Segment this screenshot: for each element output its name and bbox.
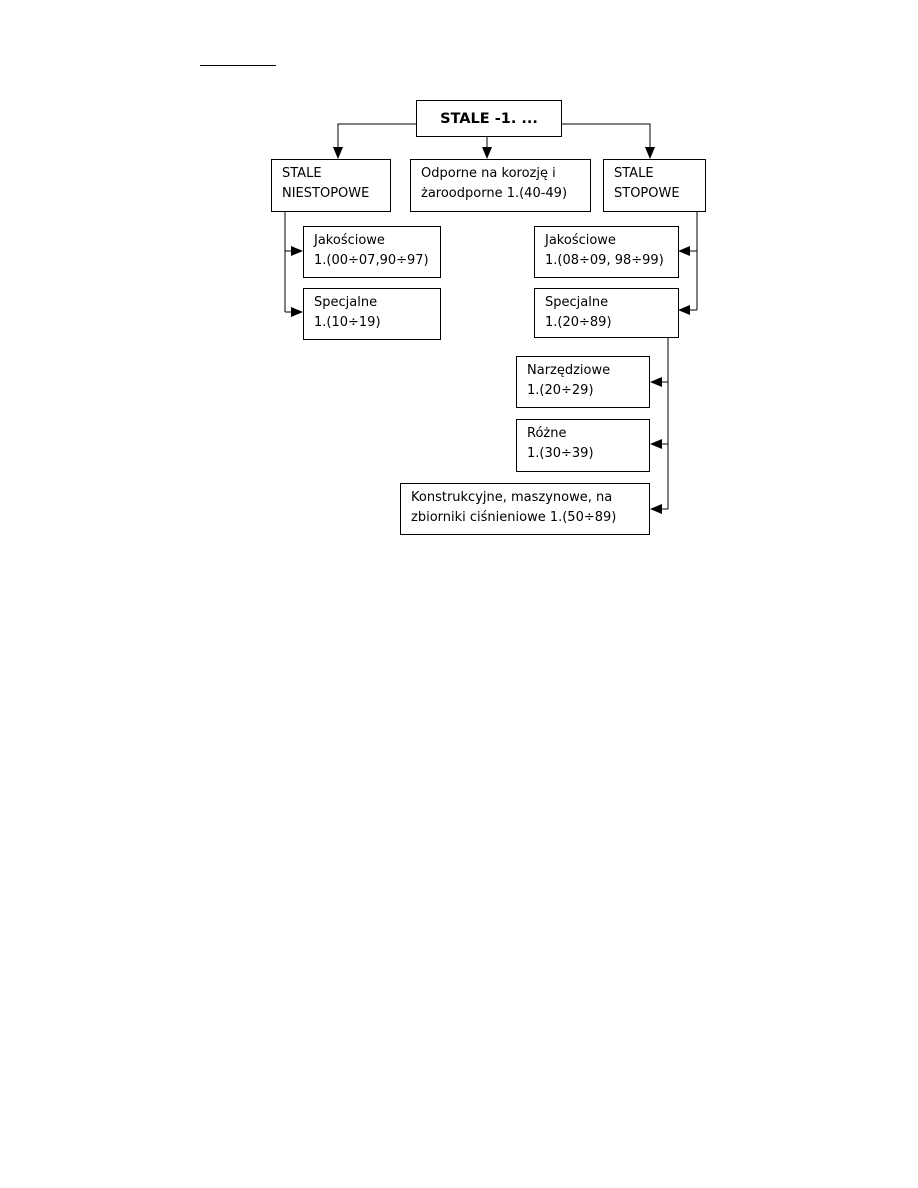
node-niestopowe-specjalne: Specjalne 1.(10÷19) bbox=[303, 288, 441, 340]
connector-root-to-niestopowe bbox=[333, 123, 416, 159]
node-stale-root: STALE -1. ... bbox=[416, 100, 562, 137]
node-rozne: Różne 1.(30÷39) bbox=[516, 419, 650, 472]
node-konstrukcyjne: Konstrukcyjne, maszynowe, na zbiorniki c… bbox=[400, 483, 650, 535]
page-header-rule bbox=[200, 65, 276, 66]
node-niestopowe-jakosciowe: Jakościowe 1.(00÷07,90÷97) bbox=[303, 226, 441, 278]
node-stopowe-specjalne: Specjalne 1.(20÷89) bbox=[534, 288, 679, 338]
node-stale-stopowe: STALE STOPOWE bbox=[603, 159, 706, 212]
node-odporne-na-korozje: Odporne na korozję i żaroodporne 1.(40-4… bbox=[410, 159, 591, 212]
node-stopowe-jakosciowe: Jakościowe 1.(08÷09, 98÷99) bbox=[534, 226, 679, 278]
node-narzedziowe: Narzędziowe 1.(20÷29) bbox=[516, 356, 650, 408]
connector-root-to-stopowe bbox=[562, 123, 655, 159]
node-stale-niestopowe: STALE NIESTOPOWE bbox=[271, 159, 391, 212]
